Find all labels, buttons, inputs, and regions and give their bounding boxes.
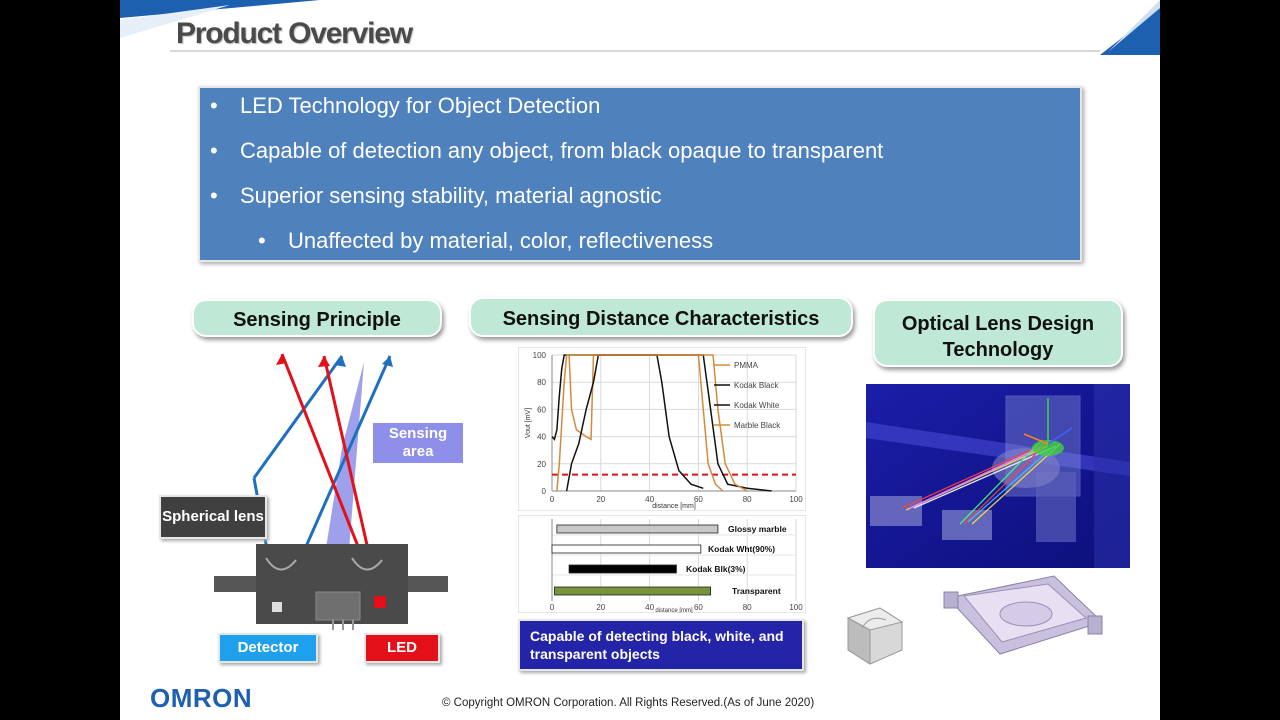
x-axis-label: distance [mm]	[652, 503, 696, 510]
detection-caption: Capable of detecting black, white, and t…	[518, 619, 804, 671]
detection-range-bar-chart: 0 20 40 60 80 100 distance [mm] Glossy marbleKo…	[518, 515, 806, 613]
legend-label: PMMA	[734, 361, 759, 370]
mount-tab-left	[214, 576, 256, 592]
y-tick-label: 80	[537, 378, 546, 387]
bullet-item: • Capable of detection any object, from b…	[210, 138, 884, 164]
connector	[315, 591, 361, 621]
x-tick-label: 100	[789, 603, 803, 612]
series-line	[556, 354, 748, 492]
omron-logo: OMRON	[150, 683, 253, 713]
x-tick-label: 60	[694, 495, 703, 504]
x-axis-label: distance [mm]	[655, 608, 693, 613]
optical-lens-heading: Optical Lens Design Technology	[873, 299, 1123, 367]
copyright-text: © Copyright OMRON Corporation. All Right…	[442, 697, 815, 709]
lens-curve-left	[265, 557, 297, 571]
bullet-item: • LED Technology for Object Detection	[210, 93, 601, 119]
lens-curve-right	[351, 557, 383, 571]
legend-label: Marble Black	[734, 421, 781, 430]
sub-bullet-item: • Unaffected by material, color, reflecti…	[258, 228, 714, 254]
legend-label: Kodak White	[734, 401, 780, 410]
x-tick-label: 80	[743, 495, 752, 504]
optical-ray-trace-image	[866, 384, 1130, 568]
bullet-text: LED Technology for Object Detection	[240, 93, 601, 118]
x-tick-label: 40	[645, 495, 654, 504]
y-tick-label: 20	[537, 460, 546, 469]
x-tick-label: 0	[550, 495, 555, 504]
y-tick-label: 40	[537, 433, 546, 442]
slide: Product Overview • LED Technology for Obj…	[120, 0, 1160, 720]
lens-part-image	[846, 607, 904, 665]
x-tick-label: 60	[694, 603, 703, 612]
housing-part-image	[943, 575, 1103, 655]
range-bar	[568, 564, 677, 574]
sensing-principle-diagram	[214, 353, 448, 630]
bullet-text: Capable of detection any object, from bl…	[240, 138, 884, 163]
bar-label: Glossy marble	[728, 524, 787, 534]
x-tick-label: 80	[743, 603, 752, 612]
y-axis-label: Vout [mV]	[525, 408, 532, 438]
header-decoration-left	[120, 0, 320, 38]
bullet-glyph: •	[210, 183, 218, 208]
bar-label: Transparent	[732, 586, 781, 596]
sensing-principle-heading: Sensing Principle	[192, 299, 442, 337]
x-tick-label: 0	[550, 603, 555, 612]
bar-label: Kodak Wht(90%)	[708, 544, 775, 554]
x-tick-label: 100	[789, 495, 803, 504]
overview-bullets: • LED Technology for Object Detection • Ca…	[198, 86, 1082, 262]
chart-background	[518, 347, 806, 511]
bullet-glyph: •	[258, 228, 266, 253]
header-decoration-right	[1100, 0, 1160, 55]
slide-title: Product Overview	[176, 17, 413, 50]
y-tick-label: 0	[542, 487, 547, 496]
bar-label: Kodak Blk(3%)	[686, 564, 746, 574]
bullet-text: Superior sensing stability, material agn…	[240, 183, 662, 208]
detector-label: Detector	[218, 633, 318, 663]
bullet-glyph: •	[210, 93, 218, 118]
legend-label: Kodak Black	[734, 381, 779, 390]
range-bar	[556, 524, 719, 534]
led-label: LED	[364, 633, 440, 663]
range-bar	[551, 544, 702, 554]
range-bar	[554, 586, 712, 596]
x-tick-label: 20	[596, 603, 605, 612]
sensing-distance-heading: Sensing Distance Characteristics	[469, 297, 853, 337]
bullet-glyph: •	[210, 138, 218, 163]
bullet-item: • Superior sensing stability, material ag…	[210, 183, 662, 209]
spherical-lens-label: Spherical lens	[159, 495, 267, 539]
detector-chip	[272, 602, 282, 612]
x-tick-label: 40	[645, 603, 654, 612]
y-tick-label: 100	[533, 351, 547, 360]
vout-line-chart: 0 20 40 60 80 100 0 20 40 60 80 100 distance [mm] Vou…	[518, 347, 806, 511]
led-chip	[374, 596, 386, 608]
y-tick-label: 60	[537, 405, 546, 414]
bullet-text: Unaffected by material, color, reflectiv…	[288, 228, 714, 253]
x-tick-label: 20	[596, 495, 605, 504]
mount-tab-right	[408, 576, 448, 592]
title-rule	[170, 50, 1100, 52]
sensing-area-label: Sensing area	[373, 423, 463, 463]
